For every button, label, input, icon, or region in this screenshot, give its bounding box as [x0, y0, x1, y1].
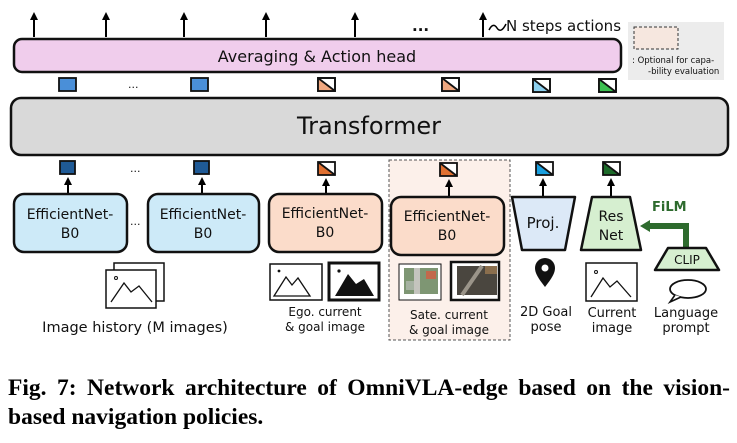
token-sate-output — [441, 77, 460, 92]
action-head-block — [12, 37, 623, 74]
encoder-ellipsis: ... — [130, 215, 141, 228]
token-ellipsis: ... — [128, 78, 139, 91]
output-tokens: ... — [58, 77, 617, 93]
token-lang-output — [598, 78, 617, 93]
ego-current-image-icon — [269, 263, 323, 301]
goal-pose-label: 2D Goal — [520, 305, 572, 320]
encoder-label: EfficientNet- — [404, 209, 491, 225]
image-history-icon — [105, 262, 165, 309]
encoder-label: B0 — [61, 226, 80, 242]
legend-text-line1: : Optional for capa- — [632, 56, 714, 66]
efficientnet-sate: EfficientNet- B0 — [389, 195, 506, 257]
resnet-block: Res Net — [579, 195, 643, 252]
encoder-label: EfficientNet- — [27, 207, 114, 223]
token-history-input — [193, 160, 210, 175]
language-label: Language — [654, 306, 718, 321]
current-image-icon — [585, 262, 638, 302]
output-arrows — [30, 12, 487, 37]
token-pose-input — [535, 161, 554, 176]
film-label: FiLM — [652, 200, 687, 215]
token-ego-output — [317, 77, 336, 92]
ego-goal-image-icon — [327, 261, 381, 302]
encoder-label: B0 — [438, 228, 457, 244]
token-pose-output — [532, 78, 551, 93]
location-pin-icon — [535, 258, 555, 287]
proj-block: Proj. — [510, 195, 577, 252]
proj-label: Proj. — [527, 214, 560, 232]
n-steps-label: N steps actions — [506, 17, 621, 35]
token-ellipsis: ... — [130, 162, 141, 175]
token-ego-input — [317, 161, 336, 176]
current-image-label: Current — [588, 306, 637, 321]
speech-bubble-icon — [667, 279, 707, 304]
transformer-block — [9, 96, 730, 157]
legend-text-line2: -bility evaluation — [648, 67, 719, 77]
token-lang-input — [602, 161, 621, 176]
sate-label: & goal image — [409, 323, 489, 337]
efficientnet-history-m: EfficientNet- B0 — [146, 192, 261, 254]
efficientnet-ego: EfficientNet- B0 — [267, 192, 384, 254]
token-history-input — [59, 160, 76, 175]
token-history-output — [190, 77, 209, 92]
image-history-label: Image history (M images) — [42, 320, 228, 336]
film-connection: FiLM — [640, 200, 689, 248]
input-arrows — [64, 177, 615, 197]
goal-pose-label: pose — [531, 320, 562, 335]
token-sate-input — [439, 162, 458, 177]
action-head-label: Averaging & Action head — [218, 47, 416, 66]
token-history-output — [58, 77, 77, 92]
architecture-diagram: ... N steps actions : Optional for capa-… — [9, 12, 730, 341]
squiggle-connector — [488, 23, 507, 31]
legend: : Optional for capa- -bility evaluation — [628, 22, 724, 80]
ego-label: & goal image — [285, 320, 365, 334]
legend-optional-swatch — [633, 26, 679, 50]
transformer-label: Transformer — [296, 112, 441, 140]
encoder-label: B0 — [194, 226, 213, 242]
input-tokens: ... — [59, 160, 621, 177]
efficientnet-history-1: EfficientNet- B0 — [12, 192, 129, 254]
language-label: prompt — [662, 321, 709, 336]
encoder-label: B0 — [316, 225, 335, 241]
resnet-label: Net — [599, 228, 624, 244]
output-ellipsis: ... — [412, 17, 429, 35]
current-image-label: image — [592, 321, 633, 336]
sate-current-image-icon — [398, 263, 442, 301]
resnet-label: Res — [598, 209, 623, 225]
sate-goal-image-icon — [449, 260, 501, 302]
ego-label: Ego. current — [288, 305, 362, 319]
encoder-label: EfficientNet- — [282, 206, 369, 222]
figure-caption: Fig. 7: Network architecture of OmniVLA-… — [8, 375, 730, 430]
sate-label: Sate. current — [410, 308, 488, 322]
clip-block: CLIP — [653, 246, 721, 272]
encoder-label: EfficientNet- — [160, 207, 247, 223]
film-arrow — [640, 220, 689, 248]
clip-label: CLIP — [674, 253, 700, 267]
